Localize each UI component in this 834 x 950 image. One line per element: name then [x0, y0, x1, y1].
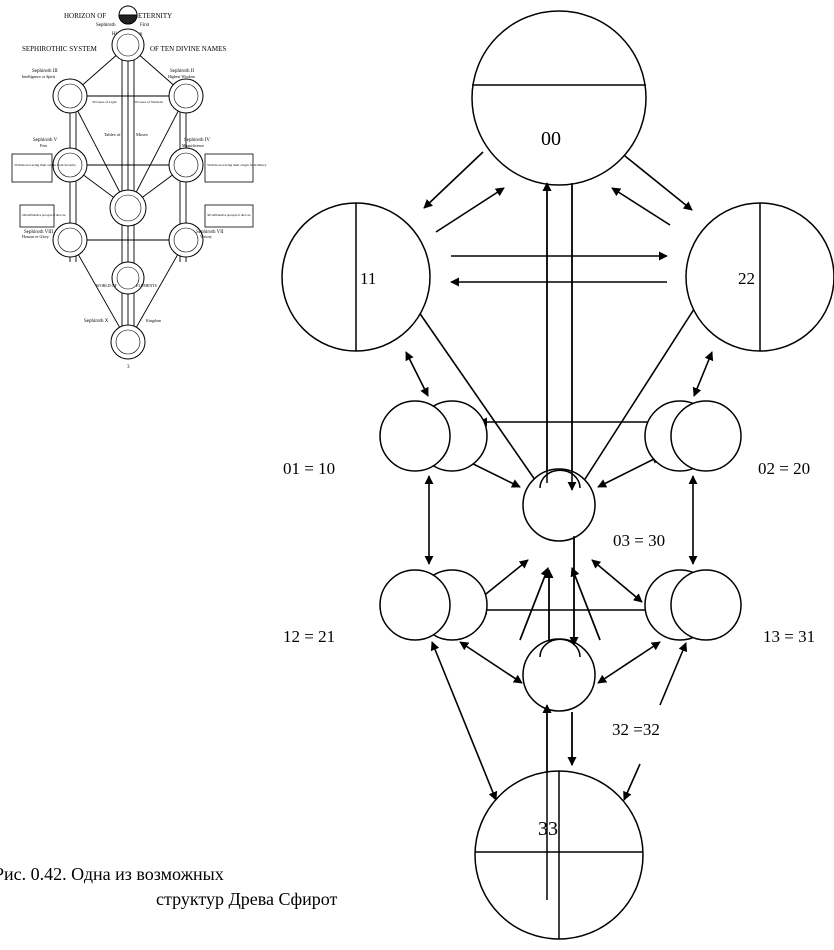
sephirothic-tree-inset: HORIZON OF ETERNITY Sephiroth First High… [11, 5, 267, 370]
inset-title-right: ETERNITY [138, 12, 172, 20]
label-12-21: 12 = 21 [283, 627, 335, 646]
node-left-big [281, 202, 431, 352]
inset-box-right: 50 Princes tracing their origin from Mer… [207, 163, 267, 167]
inset-sub-left: Sephiroth [96, 23, 116, 28]
label-13-31: 13 = 31 [763, 627, 815, 646]
inset-system-left: SEPHIROTHIC SYSTEM [22, 45, 98, 53]
inset-gates-right: 50 Gates of Wisdom [134, 100, 163, 104]
inset-moses: Moses [136, 132, 148, 137]
label-03-30: 03 = 30 [613, 531, 665, 550]
caption-line1: Рис. 0.42. Одна из возможных [0, 864, 224, 884]
arrow-r2-from-label [659, 642, 688, 706]
inset-seph4: Sephiroth IV [184, 138, 210, 143]
caption-line2: структур Древа Сфирот [156, 889, 338, 909]
inset-elements: ELEMENTS [136, 283, 157, 288]
inset-seph7: Sephiroth VII [196, 230, 224, 235]
inset-tables: Tables of [104, 132, 121, 137]
node-right-big [685, 202, 834, 352]
inset-box-right2: 365 Affirmative precepts of the Law [207, 213, 252, 217]
label-01-10: 01 = 10 [283, 459, 335, 478]
main-diagram [281, 10, 834, 940]
arrow-right-big-r1 [692, 351, 714, 397]
node-r1 [644, 400, 742, 472]
node-label-bottom: 33 [538, 818, 558, 840]
inset-sub-right: First [140, 23, 150, 28]
node-bottom [474, 770, 644, 940]
inset-seph4-sub: Magnificence [182, 143, 204, 148]
inset-gates-left: 50 Gates of Light [92, 100, 117, 104]
node-c1 [522, 468, 596, 542]
arrow-top-to-right [619, 151, 693, 211]
inset-world: WORLD OF [96, 283, 118, 288]
inset-title-left: HORIZON OF [64, 12, 106, 20]
node-r2 [644, 569, 742, 641]
inset-box-left2: 248 Affirmative precepts of the Law [22, 213, 67, 217]
inset-seph8-sub: Honour or Glory [22, 234, 49, 239]
inset-seph2-sub: Highest Wisdom [168, 74, 196, 79]
inset-seph5: Sephiroth V [33, 138, 58, 143]
label-02-20: 02 = 20 [758, 459, 810, 478]
node-top [471, 10, 647, 186]
label-32-32: 32 =32 [612, 720, 660, 739]
node-label-right-big: 22 [738, 269, 755, 288]
node-label-top: 00 [541, 128, 561, 150]
inset-seph2: Sephiroth II [170, 69, 194, 74]
arrow-left-big-l1 [405, 351, 429, 397]
inset-seph10-sub: Kingdom [146, 318, 162, 323]
arrow-label-to-bottom [623, 763, 641, 801]
inset-seph8: Sephiroth VIII [24, 230, 54, 235]
inset-box-left: 50 Princes tracing their origin from Sev… [14, 163, 76, 167]
arrow-l2-c2 [459, 641, 523, 684]
arrow-c1-r2 [591, 559, 643, 603]
arrow-left-to-top [435, 187, 505, 233]
inset-seph7-sub: Victory [200, 234, 212, 239]
node-c2 [522, 638, 596, 712]
inset-system-right: OF TEN DIVINE NAMES [150, 45, 226, 53]
inset-seph3: Sephiroth III [32, 69, 58, 74]
arrow-l2-bottom [430, 641, 498, 801]
node-l2 [379, 569, 488, 641]
inset-seph5-sub: Fear [40, 143, 48, 148]
inset-seph10: Sephiroth X [84, 319, 109, 324]
node-l1 [379, 400, 488, 472]
arrow-r2-c2 [597, 641, 661, 684]
inset-page-mark: 3 [127, 365, 130, 370]
arrow-top-to-left [423, 151, 484, 209]
node-label-left-big: 11 [360, 269, 376, 288]
arrow-r1-c1 [597, 455, 661, 488]
arrow-right-to-top [611, 187, 671, 226]
inset-seph3-sub: Intelligence or Spirit [22, 74, 56, 79]
